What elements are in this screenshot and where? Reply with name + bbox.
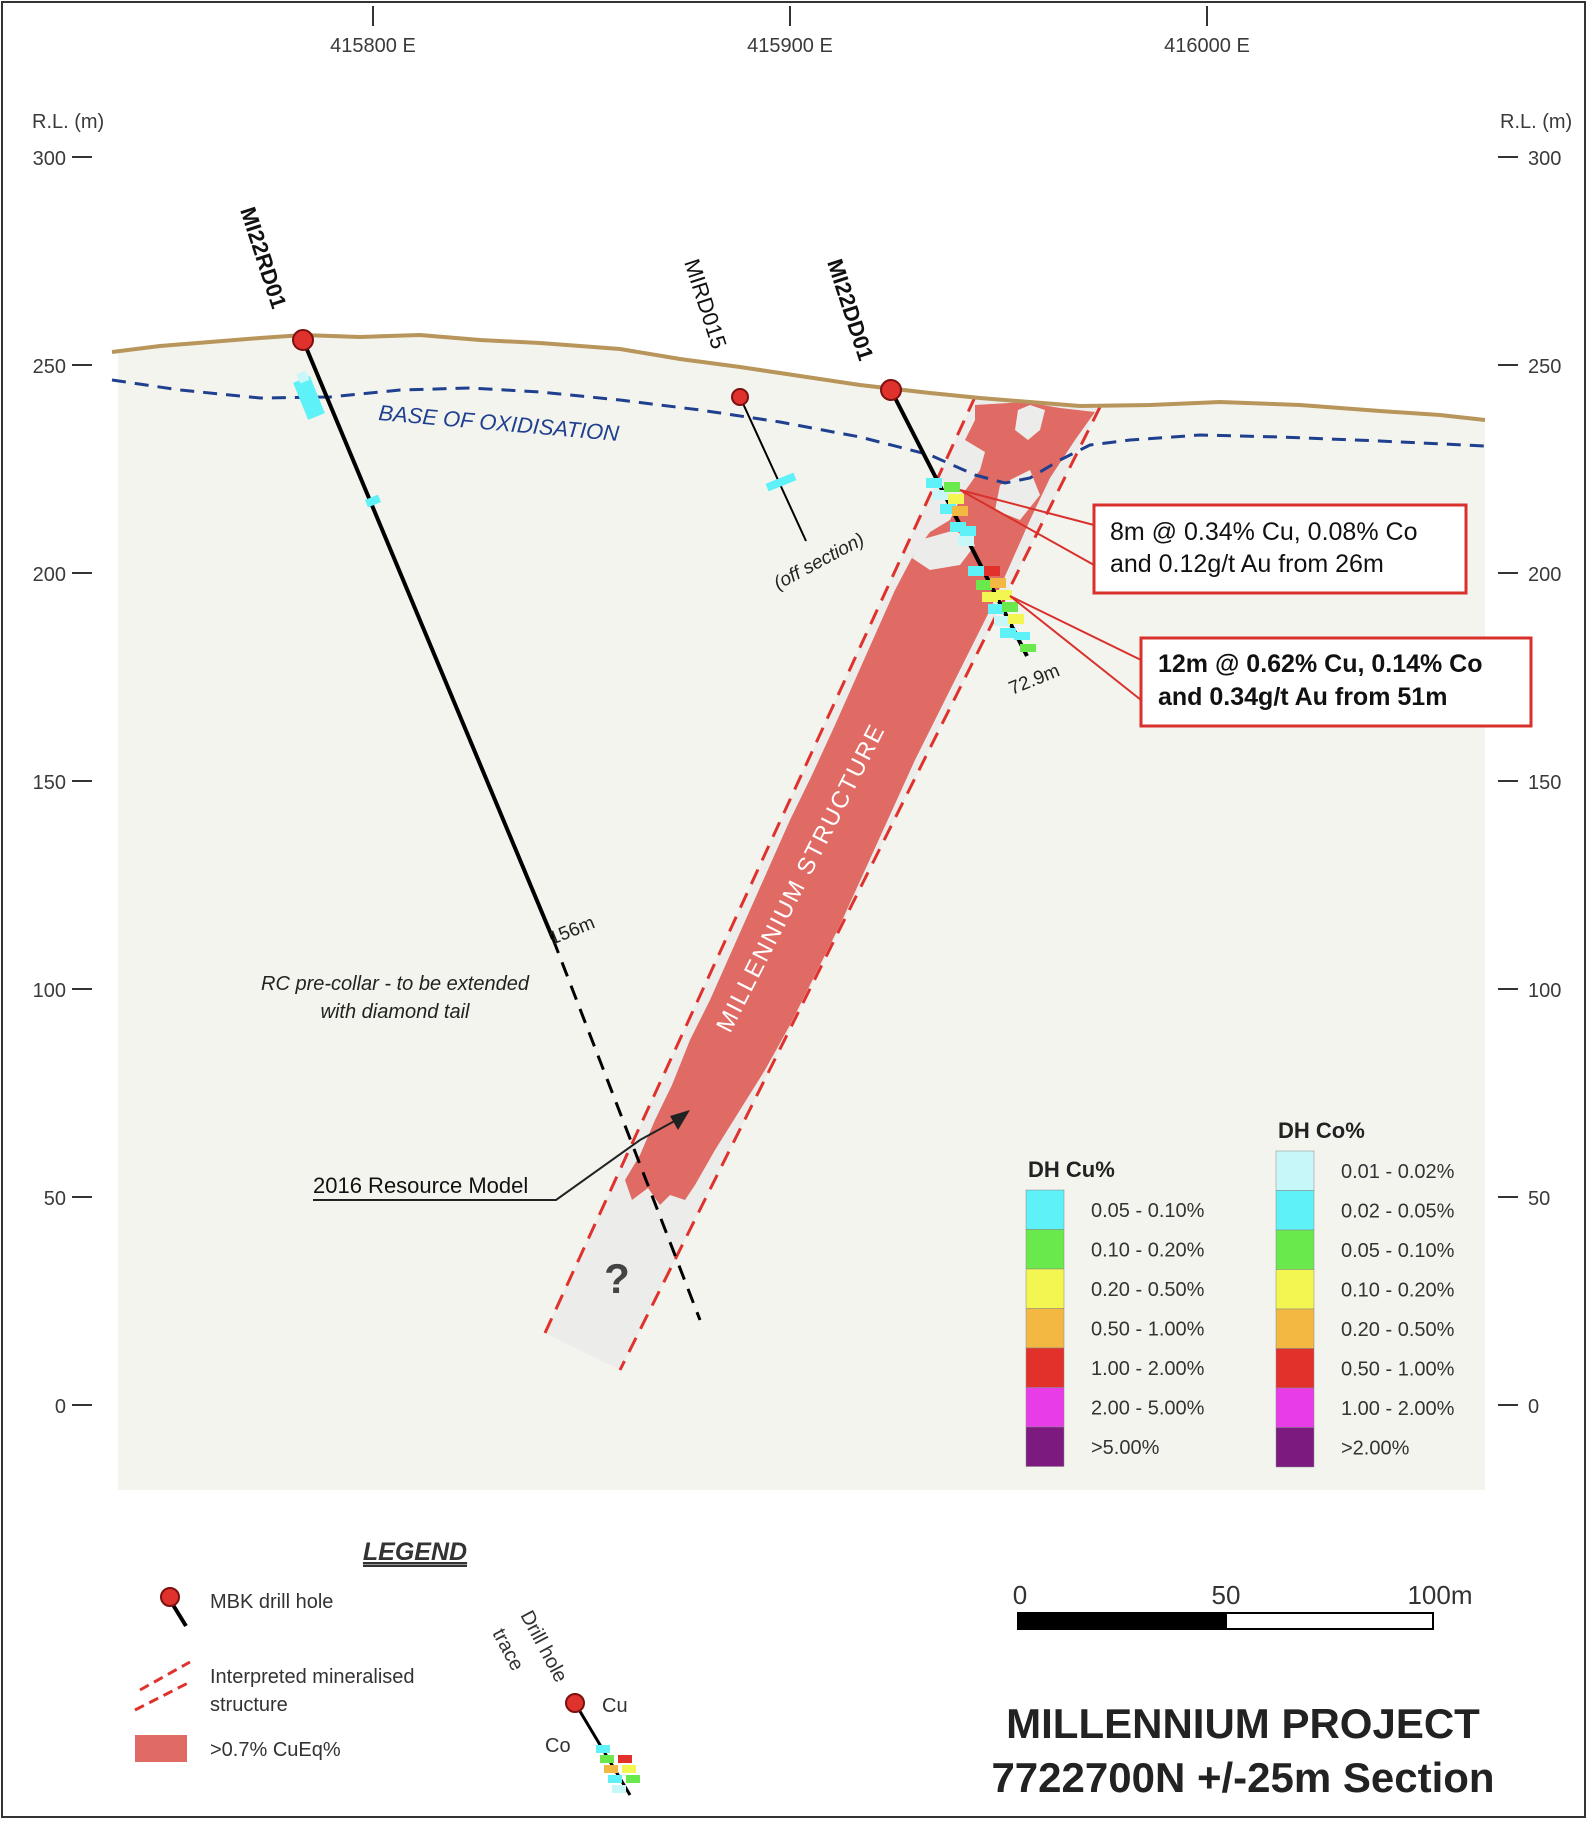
precollar-note-line: with diamond tail (321, 1001, 471, 1023)
legend-text: Interpreted mineralised (210, 1666, 415, 1688)
cu-grade-legend: DH Cu% 0.05 - 0.10% 0.10 - 0.20% 0.20 - 0.… (1025, 1157, 1205, 1467)
precollar-note-line: RC pre-collar - to be extended (261, 973, 530, 995)
legend-text: Cu (602, 1695, 628, 1717)
legend-swatch (1275, 1308, 1315, 1349)
rl-tick-label: 100 (33, 980, 66, 1002)
scale-label: 0 (1013, 1580, 1027, 1610)
legend-swatch (1275, 1348, 1315, 1389)
legend-swatch (1275, 1150, 1315, 1191)
legend-swatch (1275, 1269, 1315, 1310)
legend-label: 0.10 - 0.20% (1091, 1239, 1205, 1261)
callout-text: 12m @ 0.62% Cu, 0.14% Co (1158, 650, 1483, 678)
easting-label: 415900 E (747, 35, 833, 57)
easting-axis: 415800 E 415900 E 416000 E (330, 6, 1250, 57)
rl-tick-label: 50 (1528, 1188, 1550, 1210)
legend-label: 2.00 - 5.00% (1091, 1397, 1205, 1419)
easting-label: 415800 E (330, 35, 416, 57)
scale-bar: 0 50 100m (1013, 1580, 1473, 1630)
rl-tick-label: 300 (33, 148, 66, 170)
legend-swatch (1275, 1229, 1315, 1270)
resource-model-label: 2016 Resource Model (313, 1173, 528, 1198)
legend-label: 0.50 - 1.00% (1091, 1318, 1205, 1340)
rl-tick-label: 200 (33, 564, 66, 586)
rl-tick-label: 100 (1528, 980, 1561, 1002)
legend-label: >5.00% (1091, 1437, 1160, 1459)
legend-label: 0.05 - 0.10% (1341, 1240, 1455, 1262)
rl-axis-title: R.L. (m) (32, 111, 104, 133)
legend-label: 0.50 - 1.00% (1341, 1358, 1455, 1380)
rl-tick-label: 300 (1528, 148, 1561, 170)
rl-tick-label: 50 (44, 1188, 66, 1210)
legend-label: 1.00 - 2.00% (1341, 1398, 1455, 1420)
legend-swatch (1025, 1347, 1065, 1388)
callout-text: 8m @ 0.34% Cu, 0.08% Co (1110, 518, 1417, 546)
figure-subtitle: 7722700N +/-25m Section (991, 1754, 1494, 1801)
rl-axis-right: R.L. (m) 300 250 200 150 100 50 0 (1498, 111, 1572, 1418)
callout-text: and 0.34g/t Au from 51m (1158, 683, 1447, 711)
halo-inclusion (1015, 405, 1045, 440)
legend-label: >2.00% (1341, 1437, 1410, 1459)
resource-model-leader (313, 1139, 641, 1201)
sky-mask (118, 100, 1485, 420)
legend-label: 0.05 - 0.10% (1091, 1200, 1205, 1222)
legend-text: structure (210, 1694, 288, 1716)
rl-tick-label: 150 (1528, 772, 1561, 794)
legend-swatch (1025, 1308, 1065, 1349)
legend-text: Co (545, 1735, 571, 1757)
legend-text: >0.7% CuEq% (210, 1739, 341, 1761)
legend-swatch (1025, 1229, 1065, 1270)
structure-boundary-line (618, 406, 1102, 1371)
resource-model-arrowhead (670, 1110, 690, 1130)
cu-legend-title: DH Cu% (1028, 1157, 1115, 1182)
structure-boundary-line (543, 396, 977, 1334)
rl-axis-left: R.L. (m) 300 250 200 150 100 50 0 (32, 111, 104, 1418)
legend-swatch (1025, 1426, 1065, 1467)
legend-label: 1.00 - 2.00% (1091, 1358, 1205, 1380)
rl-tick-label: 0 (1528, 1396, 1539, 1418)
legend-swatch (1025, 1268, 1065, 1309)
figure-title: MILLENNIUM PROJECT (1006, 1700, 1480, 1747)
legend-label: 0.02 - 0.05% (1341, 1200, 1455, 1222)
legend-label: 0.10 - 0.20% (1341, 1279, 1455, 1301)
co-legend-title: DH Co% (1278, 1118, 1365, 1143)
cueq-swatch (135, 1735, 187, 1762)
collar-symbol (160, 1587, 180, 1607)
callout-text: and 0.12g/t Au from 26m (1110, 550, 1384, 578)
question-mark: ? (604, 1255, 630, 1302)
base-of-oxidisation-line (111, 378, 1486, 485)
resource-model-leader (639, 1117, 681, 1141)
legend-swatch (1275, 1427, 1315, 1468)
scale-label: 100m (1407, 1580, 1472, 1610)
scale-label: 50 (1212, 1580, 1241, 1610)
orebody (625, 402, 1095, 1205)
rl-tick-label: 250 (33, 356, 66, 378)
easting-label: 416000 E (1164, 35, 1250, 57)
legend-title: LEGEND (363, 1538, 467, 1566)
legend-swatch (1025, 1387, 1065, 1428)
legend-swatch (1275, 1190, 1315, 1231)
legend-swatch (1025, 1189, 1065, 1230)
rl-tick-label: 0 (55, 1396, 66, 1418)
legend-label: 0.20 - 0.50% (1341, 1319, 1455, 1341)
callout-lower: 12m @ 0.62% Cu, 0.14% Co and 0.34g/t Au … (1009, 595, 1533, 728)
rl-tick-label: 250 (1528, 356, 1561, 378)
legend-label: 0.01 - 0.02% (1341, 1161, 1455, 1183)
co-grade-legend: DH Co% 0.01 - 0.02% 0.02 - 0.05% 0.05 - 0.… (1275, 1118, 1455, 1468)
rl-tick-label: 150 (33, 772, 66, 794)
legend-text: MBK drill hole (210, 1591, 333, 1613)
callout-upper: 8m @ 0.34% Cu, 0.08% Co and 0.12g/t Au f… (959, 489, 1468, 595)
legend-label: 0.20 - 0.50% (1091, 1279, 1205, 1301)
rl-tick-label: 200 (1528, 564, 1561, 586)
rl-axis-title: R.L. (m) (1500, 111, 1572, 133)
legend-swatch (1275, 1387, 1315, 1428)
